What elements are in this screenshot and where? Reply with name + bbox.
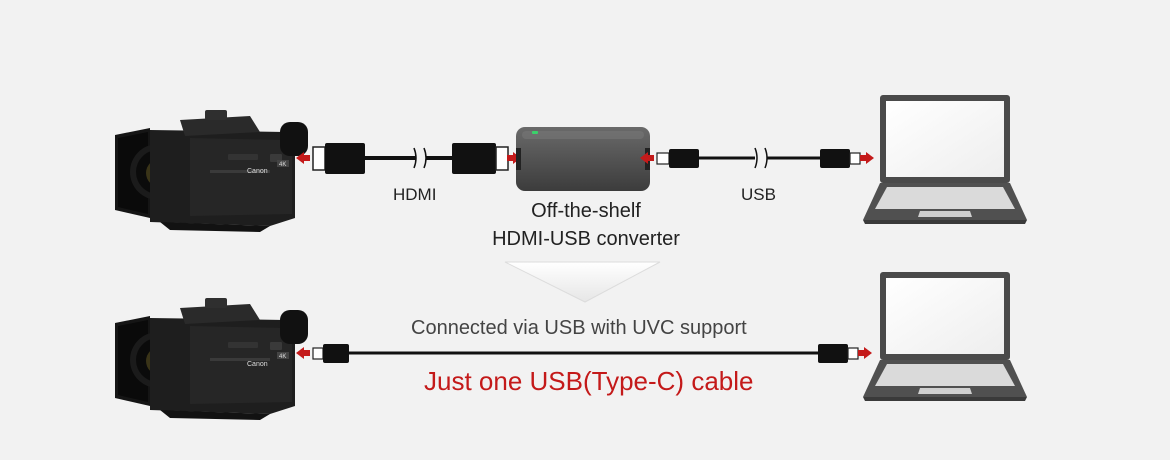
top-laptop-icon — [863, 95, 1027, 224]
usb-label: USB — [741, 185, 776, 204]
hdmi-cable — [296, 143, 521, 174]
hdmi-usb-converter — [516, 127, 650, 191]
hdmi-label: HDMI — [393, 185, 437, 204]
single-cable-label: Just one USB(Type-C) cable — [424, 366, 754, 396]
converter-led-icon — [532, 131, 538, 134]
top-camcorder — [115, 110, 308, 232]
top-camcorder-badge-bg — [277, 160, 289, 167]
usb-cable-top — [640, 147, 874, 169]
usb-c-cable — [296, 344, 872, 363]
transition-arrow-icon — [504, 261, 661, 303]
top-camcorder-badge: 4K — [279, 162, 286, 168]
top-camcorder-brand: Canon — [247, 168, 268, 175]
converter-caption: Off-the-shelf HDMI-USB converter — [460, 197, 712, 253]
bottom-camcorder-badge: 4K — [279, 354, 286, 360]
usb-arrow-right-icon — [860, 152, 874, 164]
bottom-camcorder-badge-bg — [277, 352, 289, 359]
bottom-camcorder-brand: Canon — [247, 361, 268, 368]
bottom-laptop-icon — [863, 272, 1027, 401]
converter-caption-line1: Off-the-shelf — [531, 200, 641, 222]
usbc-arrow-left-icon — [296, 347, 310, 359]
converter-caption-line2: HDMI-USB converter — [492, 228, 680, 250]
uvc-connection-label: Connected via USB with UVC support — [411, 317, 747, 339]
usbc-arrow-right-icon — [858, 347, 872, 359]
